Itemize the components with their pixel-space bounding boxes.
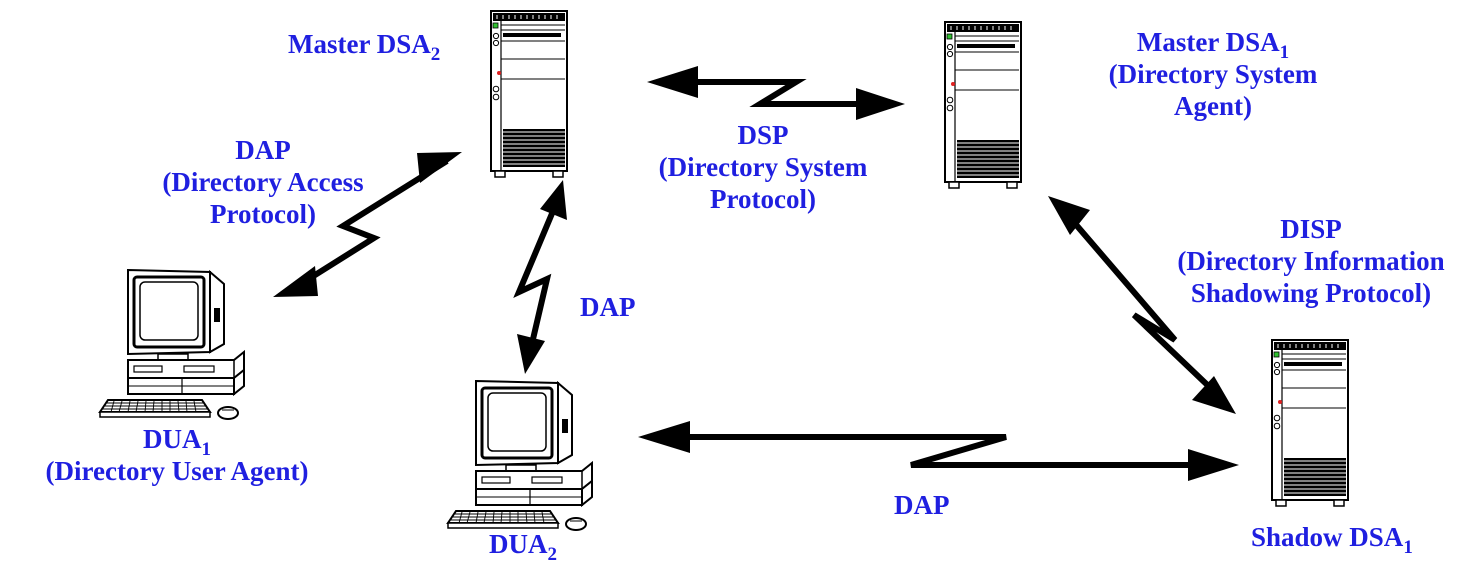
master-dsa2-label: Master DSA2	[288, 29, 441, 65]
master-dsa1-label: Master DSA1 (Directory System Agent)	[1108, 27, 1318, 121]
dsp-dsa2-dsa1-label: DSP (Directory System Protocol)	[658, 120, 868, 214]
dua2-computer-icon	[446, 379, 594, 532]
dap-dua1-dsa2-label: DAP (Directory Access Protocol)	[162, 135, 364, 229]
dap-link-dua1-dsa2-arrow	[273, 152, 462, 297]
dsp-link-dsa2-dsa1-arrow	[647, 66, 905, 120]
dua2-label: DUA2	[489, 529, 557, 565]
disp-link-dsa1-shadow-arrow	[1048, 196, 1236, 414]
dap-link-dua2-shadow-arrow	[638, 421, 1239, 481]
master-dsa1-server-icon	[944, 21, 1022, 189]
shadow-dsa1-label: Shadow DSA1	[1251, 522, 1413, 558]
dap-link-dua2-dsa2-arrow	[513, 180, 567, 374]
master-dsa2-server-icon	[490, 10, 568, 178]
shadow-dsa1-server-icon	[1271, 339, 1349, 507]
disp-dsa1-shadow-label: DISP (Directory Information Shadowing Pr…	[1177, 214, 1445, 308]
dap-dua2-shadow-label: DAP	[894, 490, 950, 520]
dap-dua2-dsa2-label: DAP	[580, 292, 636, 322]
dua1-label: DUA1 (Directory User Agent)	[45, 424, 309, 486]
dua1-computer-icon	[98, 268, 246, 421]
